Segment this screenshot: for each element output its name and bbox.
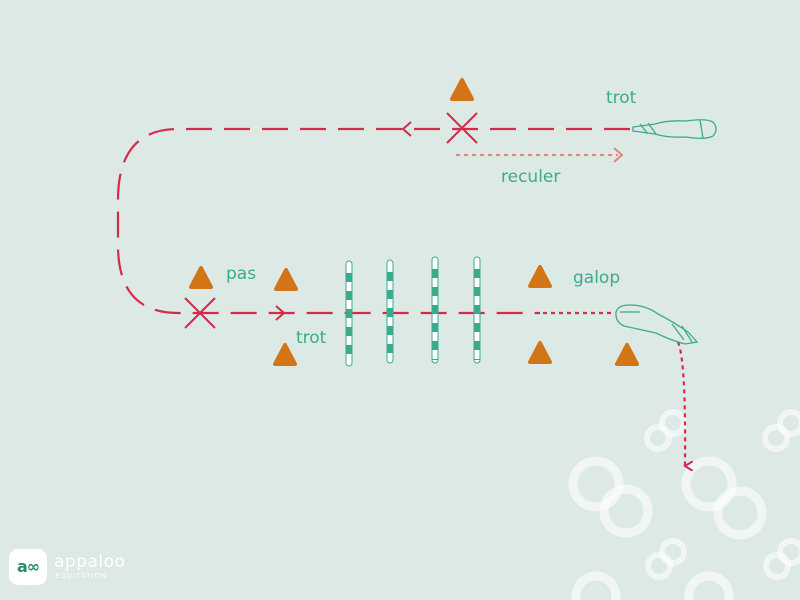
- x-marker-bottom: [184, 297, 216, 329]
- brand-name: appaloo: [54, 552, 126, 572]
- pole: [345, 260, 353, 367]
- cone: [274, 268, 298, 291]
- x-marker-top: [446, 112, 478, 144]
- label-top-trot: trot: [606, 88, 637, 108]
- direction-arrow-left: [401, 121, 412, 137]
- label-bottom-trot: trot: [296, 328, 327, 348]
- background-rings: [568, 409, 800, 600]
- pole: [431, 256, 439, 364]
- horse-galop-icon: [615, 304, 699, 345]
- brand-logo: a∞: [9, 549, 47, 585]
- cone: [528, 341, 552, 364]
- cone: [450, 78, 474, 101]
- label-reculer: reculer: [501, 167, 560, 187]
- horse-top-icon: [632, 119, 717, 139]
- exit-path: [676, 341, 685, 466]
- riding-path: [116, 127, 630, 315]
- cone: [528, 265, 552, 288]
- cone: [189, 266, 213, 289]
- pole: [386, 259, 394, 364]
- ground-poles: [345, 256, 481, 367]
- direction-arrow-right: [275, 305, 286, 321]
- cone: [615, 343, 639, 366]
- reculer-arrow-head: [613, 147, 624, 163]
- label-pas: pas: [226, 264, 256, 284]
- pole: [473, 256, 481, 364]
- cone: [273, 343, 297, 366]
- brand-tagline: EQUITATION: [55, 572, 108, 580]
- cones: [189, 78, 639, 366]
- label-galop: galop: [573, 268, 620, 288]
